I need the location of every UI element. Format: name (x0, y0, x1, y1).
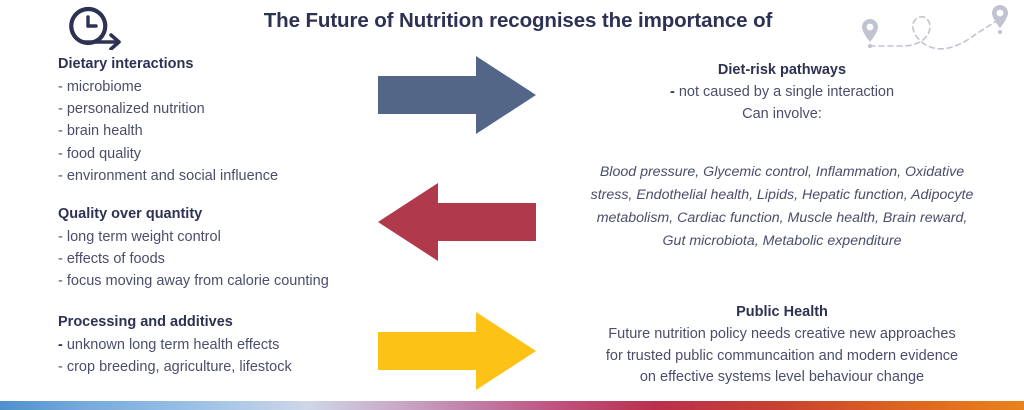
left-block-processing-and-additives: Processing and additives - unknown long … (58, 312, 388, 378)
block-line: Can involve: (742, 105, 822, 122)
list-item: - microbiome (58, 79, 142, 96)
list-item: - brain health (58, 123, 143, 140)
list-item: - food quality (58, 145, 142, 162)
list-item: - crop breeding, agriculture, lifestock (58, 359, 292, 376)
list-item: - unknown long term health effects (58, 337, 280, 354)
block-heading: Diet-risk pathways (717, 62, 847, 78)
list-item: - focus moving away from calorie countin… (58, 273, 329, 290)
clock-forward-icon (58, 2, 128, 51)
italic-line: metabolism, Cardiac function, Muscle hea… (596, 210, 968, 227)
left-block-dietary-interactions: Dietary interactions - microbiome - pers… (58, 54, 388, 187)
block-line: - not caused by a single interaction (560, 82, 1004, 104)
arrow-left-red (378, 183, 536, 261)
block-line: Future nutrition policy needs creative n… (608, 325, 956, 342)
route-pins-icon (858, 2, 1018, 60)
line-text: not caused by a single interaction (674, 83, 895, 100)
block-heading: Public Health (736, 304, 828, 320)
block-heading: Quality over quantity (58, 206, 203, 222)
arrow-right-yellow (378, 312, 536, 390)
italic-line: Gut microbiota, Metabolic expenditure (662, 233, 902, 250)
list-item: - long term weight control (58, 229, 221, 246)
italic-line: Blood pressure, Glycemic control, Inflam… (599, 164, 965, 180)
right-block-public-health: Public Health Future nutrition policy ne… (560, 302, 1004, 389)
arrow-right-blue (378, 56, 536, 134)
block-line: for trusted public communcaition and mod… (605, 347, 959, 364)
gradient-accent-bar (0, 401, 1024, 410)
right-block-pathway-list: Blood pressure, Glycemic control, Inflam… (560, 161, 1004, 254)
list-item: - environment and social influence (58, 167, 279, 184)
block-heading: Dietary interactions (58, 56, 194, 72)
slide-title: The Future of Nutrition recognises the i… (263, 9, 773, 32)
left-block-quality-over-quantity: Quality over quantity - long term weight… (58, 204, 388, 293)
block-line: on effective systems level behaviour cha… (639, 369, 925, 386)
dash-prefix: - (669, 83, 675, 100)
list-item: - personalized nutrition (58, 101, 205, 118)
list-item: - effects of foods (58, 251, 165, 268)
right-block-diet-risk-pathways: Diet-risk pathways - not caused by a sin… (560, 60, 1004, 125)
italic-line: stress, Endothelial health, Lipids, Hepa… (590, 187, 974, 204)
block-heading: Processing and additives (58, 314, 233, 330)
